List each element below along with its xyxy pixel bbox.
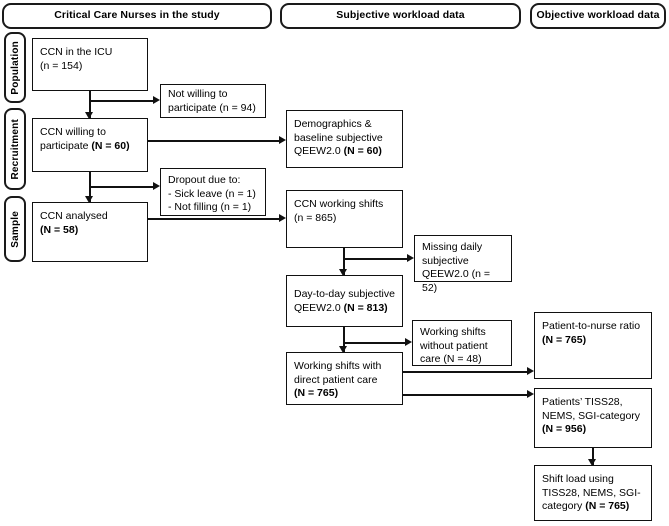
connector-tiss-down [592, 448, 594, 465]
node-day-to-day-subjective: Day-to-day subjective QEEW2.0 (N = 813) [286, 275, 403, 327]
node-line: Not willing to [168, 88, 228, 101]
node-line: (n = 154) [40, 59, 83, 72]
node-count: (N = 813) [343, 302, 388, 314]
node-line: Day-to-day subjective [294, 288, 395, 301]
arrowhead-to-ccn-willing [85, 112, 94, 119]
header-label: Subjective workload data [336, 9, 465, 22]
node-ccn-analysed: CCN analysed (N = 58) [32, 202, 148, 262]
connector-icu-down [89, 91, 91, 118]
node-line: - Not filling (n = 1) [168, 201, 252, 214]
arrowhead-to-patient-nurse-ratio [527, 367, 534, 375]
stage-label-text: Population [9, 40, 21, 95]
node-count: (N = 765) [294, 387, 339, 400]
node-patients-tiss28: Patients’ TISS28, NEMS, SGI-category (N … [534, 388, 652, 448]
connector-daytoday-down [343, 327, 345, 352]
node-working-shifts-without-patient-care: Working shifts without patient care (N =… [412, 320, 512, 366]
node-line: CCN working shifts [294, 198, 384, 210]
header-critical-care-nurses: Critical Care Nurses in the study [2, 3, 272, 29]
node-line: NEMS, SGI-category [542, 409, 641, 422]
node-line: QEEW2.0 (n = 52) [422, 268, 490, 294]
node-line: direct patient care [294, 373, 378, 386]
node-line: Patients’ TISS28, [542, 396, 623, 408]
header-label: Objective workload data [536, 9, 660, 22]
header-objective-workload: Objective workload data [530, 3, 666, 29]
node-ccn-willing-to-participate: CCN willing to participate (N = 60) [32, 118, 148, 172]
node-shift-load: Shift load using TISS28, NEMS, SGI- cate… [534, 465, 652, 521]
node-count: (N = 765) [585, 500, 630, 513]
node-count: (N = 956) [542, 423, 587, 436]
node-line: baseline subjective [294, 131, 383, 144]
connector-willing-to-dropout [89, 186, 155, 188]
stage-label-text: Recruitment [9, 118, 21, 180]
node-line: participate [40, 139, 92, 152]
node-count: (N = 60) [343, 145, 382, 158]
arrowhead-to-dropout [153, 182, 160, 190]
node-line: Dropout due to: [168, 174, 241, 186]
arrowhead-to-shifts-without [405, 338, 412, 346]
node-line: CCN in the ICU [40, 46, 113, 58]
node-line: CCN willing to [40, 126, 106, 138]
node-line: Demographics & [294, 118, 372, 130]
node-line: CCN analysed [40, 210, 108, 222]
node-missing-daily-subjective: Missing daily subjective QEEW2.0 (n = 52… [414, 235, 512, 294]
connector-shiftswith-to-ratio [403, 371, 529, 373]
arrowhead-to-missing-daily [407, 254, 414, 262]
stage-label-sample: Sample [4, 196, 26, 262]
node-count: (N = 765) [542, 333, 587, 346]
connector-shiftswith-to-tiss [403, 394, 529, 396]
connector-analysed-to-working-shifts [148, 218, 281, 220]
node-demographics-baseline: Demographics & baseline subjective QEEW2… [286, 110, 403, 168]
node-line: care (N = 48) [420, 353, 482, 366]
node-line-with-bold: participate (N = 60) [40, 140, 141, 154]
stage-label-recruitment: Recruitment [4, 108, 26, 190]
node-line: Missing daily [422, 241, 483, 253]
arrowhead-to-not-willing [153, 96, 160, 104]
connector-icu-to-notwilling [89, 100, 155, 102]
arrowhead-to-shifts-with [339, 346, 348, 353]
node-line: without patient [420, 339, 488, 352]
node-ccn-working-shifts: CCN working shifts (n = 865) [286, 190, 403, 248]
connector-shifts-to-missing [343, 258, 409, 260]
connector-shifts-down [343, 248, 345, 275]
arrowhead-to-patients-tiss28 [527, 390, 534, 398]
node-count: (N = 58) [40, 223, 79, 236]
node-line: participate (n = 94) [168, 102, 256, 114]
node-not-willing-to-participate: Not willing to participate (n = 94) [160, 84, 266, 118]
arrowhead-to-day-to-day [339, 269, 348, 276]
node-line: category [542, 500, 586, 513]
arrowhead-to-ccn-analysed [85, 196, 94, 203]
node-ccn-in-icu: CCN in the ICU (n = 154) [32, 38, 148, 91]
node-line: - Sick leave (n = 1) [168, 187, 256, 200]
connector-willing-to-demographics [148, 140, 281, 142]
node-line: (n = 865) [294, 211, 337, 224]
node-line: TISS28, NEMS, SGI- [542, 486, 641, 499]
node-count: (N = 60) [91, 139, 130, 152]
node-line: Patient-to-nurse ratio [542, 320, 641, 332]
header-label: Critical Care Nurses in the study [54, 9, 220, 22]
node-patient-to-nurse-ratio: Patient-to-nurse ratio (N = 765) [534, 312, 652, 379]
node-dropout: Dropout due to: - Sick leave (n = 1) - N… [160, 168, 266, 216]
node-line: QEEW2.0 [294, 145, 344, 158]
node-line: subjective [422, 254, 469, 267]
stage-label-population: Population [4, 32, 26, 103]
stage-label-text: Sample [9, 210, 21, 248]
connector-daytoday-to-without [343, 342, 407, 344]
node-line: QEEW2.0 [294, 302, 344, 314]
node-line: Working shifts with [294, 360, 382, 372]
node-line: Shift load using [542, 473, 614, 485]
node-working-shifts-with-direct-patient-care: Working shifts with direct patient care … [286, 352, 403, 405]
arrowhead-to-demographics [279, 136, 286, 144]
arrowhead-to-shift-load [588, 459, 597, 466]
header-subjective-workload: Subjective workload data [280, 3, 521, 29]
arrowhead-to-ccn-working-shifts [279, 214, 286, 222]
node-line: Working shifts [420, 326, 486, 338]
